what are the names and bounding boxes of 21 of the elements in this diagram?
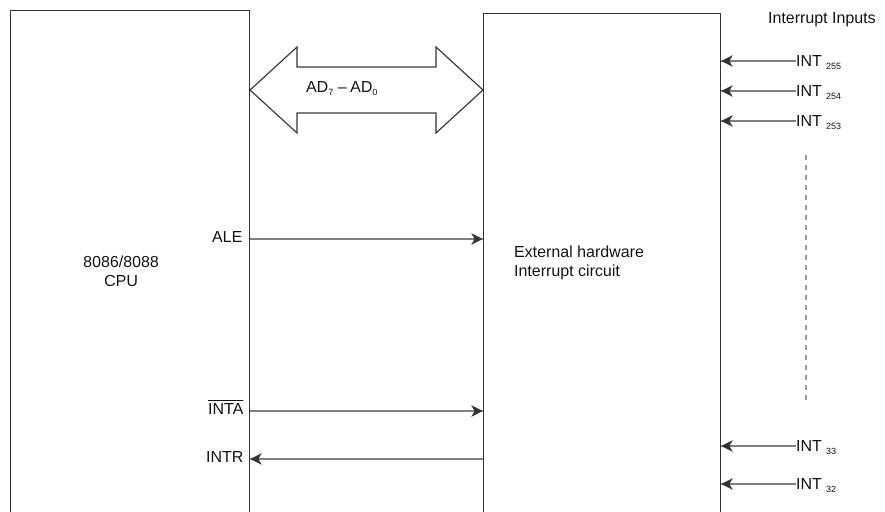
signal-label: INTA	[208, 400, 244, 419]
signal-label: INTR	[206, 448, 244, 467]
signal-arrow	[721, 85, 796, 97]
block-label: External hardware Interrupt circuit	[514, 243, 645, 281]
signal-label: ALE	[212, 228, 242, 247]
cpu-block	[10, 10, 250, 512]
signal-arrow	[250, 453, 483, 465]
signal-arrow	[721, 55, 796, 67]
interrupt-input-label: INT $_{255}$	[796, 52, 841, 73]
interrupt-input-label: INT $_{253}$	[796, 112, 841, 133]
block-label: 8086/8088 CPU	[82, 253, 160, 291]
interrupt-input-label: INT $_{32}$	[796, 475, 836, 496]
interrupt-input-label: INT $_{33}$	[796, 437, 836, 458]
signal-arrow	[721, 440, 796, 452]
interrupt-circuit-block	[483, 13, 721, 512]
signal-arrow	[250, 405, 483, 417]
signal-arrow	[250, 233, 483, 245]
interrupt-input-label: INT $_{254}$	[796, 82, 841, 103]
signal-arrow	[721, 478, 796, 490]
heading-label: Interrupt Inputs	[768, 9, 876, 28]
signal-arrow	[721, 115, 796, 127]
